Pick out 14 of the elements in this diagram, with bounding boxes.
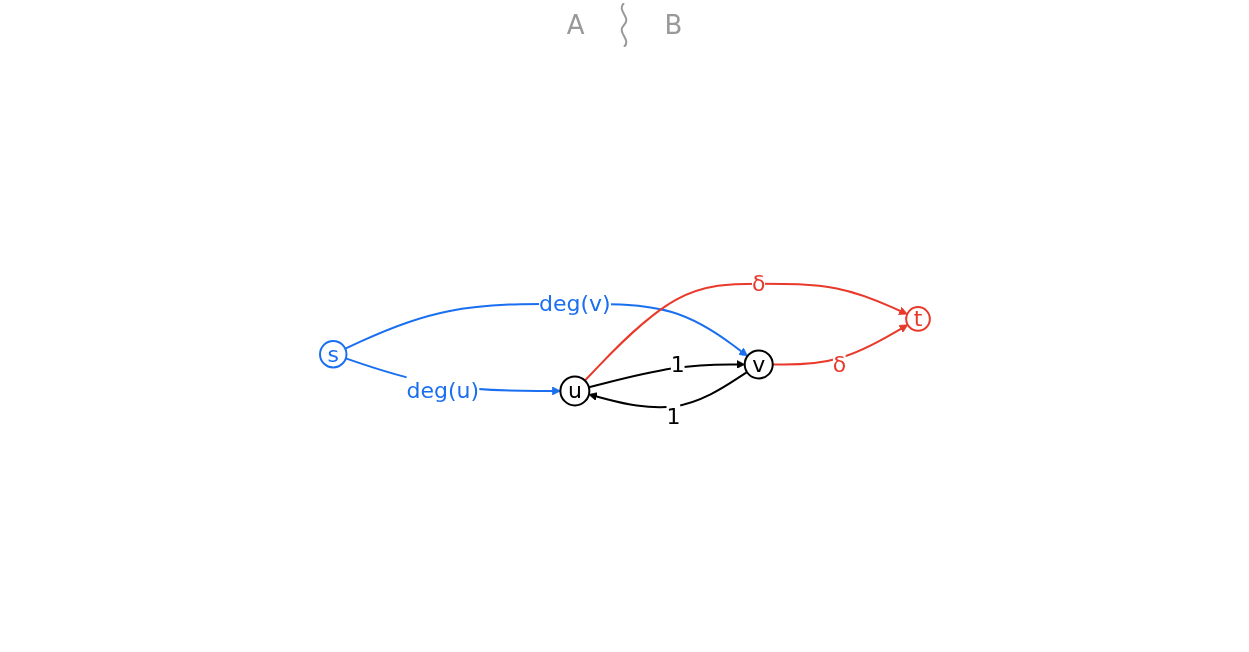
edge-label: deg(v)	[538, 291, 611, 317]
side-label: B	[664, 10, 683, 40]
edge-label: 1	[670, 351, 685, 377]
node-circle: s	[318, 339, 348, 369]
node-circle: u	[559, 375, 590, 407]
edge-label: 1	[665, 403, 680, 429]
edge-label: δ	[832, 351, 846, 377]
node-circle: v	[743, 349, 774, 380]
edge-label: deg(u)	[406, 378, 479, 404]
node-circle: t	[904, 306, 931, 332]
arrow	[588, 371, 748, 409]
edge-label: δ	[751, 271, 766, 297]
arrow	[587, 360, 745, 389]
side-label: A	[566, 10, 585, 40]
